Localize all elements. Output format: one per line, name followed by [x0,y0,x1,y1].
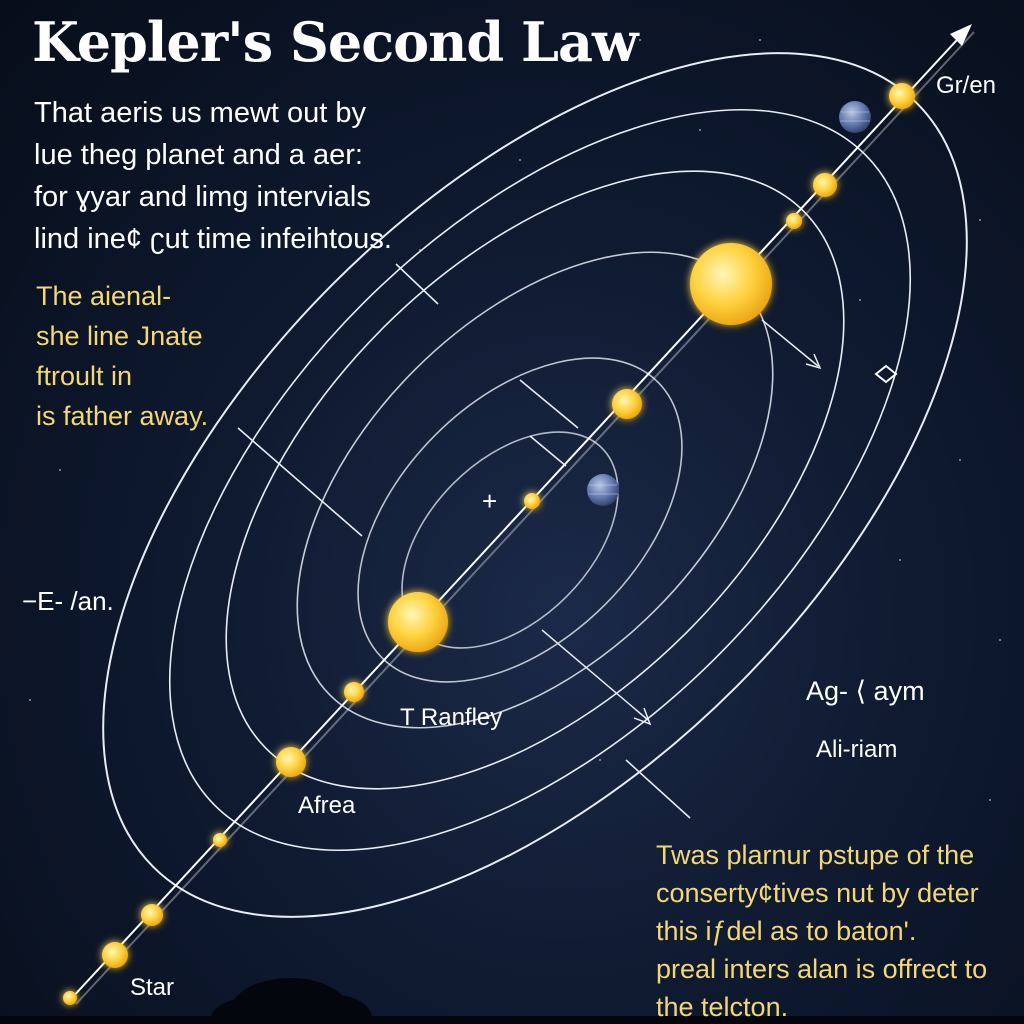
sun-small-1 [889,83,915,109]
page-title: Kepler's Second Law [32,10,638,74]
planets [587,101,871,506]
label-ali-riam: Ali-riam [816,736,898,763]
label-ag: Ag- ⟨ aym [806,676,925,706]
side-note: The aienal- she line Jnate ftroult in is… [36,276,208,436]
caption-line: this iƒdel as to baton'. [656,916,917,946]
sun-small-3 [786,213,802,229]
sun-small-10 [102,942,128,968]
note-line: The aienal- [36,281,172,311]
sun-small-2 [813,173,837,197]
caption-line: conserty¢tives nut by deter [656,878,979,908]
sun-small-7 [276,747,306,777]
sun-small-11 [63,991,77,1005]
sun-small-4 [612,389,642,419]
orbit-ring-3 [225,170,845,790]
sun-large-lower [388,592,448,652]
pointer-arrows [541,319,822,726]
label-left-mid: −E- /an. [22,586,114,616]
caption-line: the telcton. [656,992,789,1022]
label-ranfley: T Ranfley [400,704,503,731]
orbit-ring-5 [357,357,683,683]
caption-line: preal inters alan is offrect to [656,954,988,984]
caption-line: Twas plarnur pstupe of the [656,840,975,870]
sun-small-8 [213,833,227,847]
diamond-marker [874,364,898,384]
planet-blue-center [587,474,619,506]
sun-small-9 [141,904,163,926]
star-field [29,39,1001,801]
intro-line: That aeris us mewt out by [34,97,367,129]
tree-silhouette [0,978,1024,1024]
sun-large-upper [690,243,772,325]
note-line: is father away. [36,401,209,431]
intro-line: lue theg planet and a aer: [34,139,363,171]
label-top-right: Gr/en [936,72,997,99]
note-line: ftroult in [36,361,133,391]
axis-arrowhead [950,24,972,46]
sun-small-6 [344,682,364,702]
label-center-plus: + [482,486,498,516]
tick-marks [237,263,691,819]
intro-line: for ɣyar and limg intervials [34,181,371,213]
bottom-caption: Twas plarnur pstupe of the conserty¢tive… [656,836,987,1024]
intro-paragraph: That aeris us mewt out by lue theg plane… [34,92,454,260]
note-line: she line Jnate [36,321,203,351]
label-star: Star [130,974,175,1001]
sun-small-5 [524,493,540,509]
orbit-ring-2 [168,108,912,852]
label-afrea: Afrea [298,792,356,819]
sun-bodies [63,83,915,1005]
intro-line: lind ine¢ ʗut time infeihtous. [34,223,392,255]
planet-blue-top [839,101,871,133]
